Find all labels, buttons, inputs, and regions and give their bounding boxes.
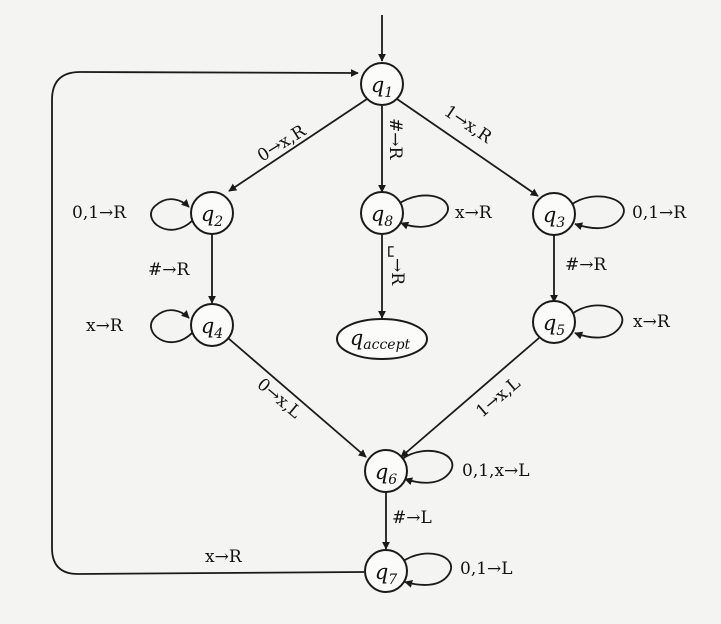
loop-q2 <box>150 198 194 231</box>
edge-q1-q3 <box>396 98 539 197</box>
loop-q4 <box>150 309 194 344</box>
edge-q1-q2 <box>228 98 368 192</box>
label-q7-q1: x→R <box>205 547 243 567</box>
svg-text:q4: q4 <box>201 314 223 342</box>
label-q2-loop: 0,1→R <box>72 203 127 223</box>
svg-text:q7: q7 <box>375 560 397 588</box>
svg-text:q2: q2 <box>201 202 223 230</box>
loop-q6 <box>401 450 454 486</box>
label-q2-q4: #→R <box>148 260 190 280</box>
label-q7-loop: 0,1→L <box>460 559 513 579</box>
svg-text:q6: q6 <box>375 460 397 488</box>
label-q1-q8: #→R <box>385 118 405 160</box>
loop-q3 <box>570 195 625 231</box>
state-q7: q7 <box>364 549 408 593</box>
loop-q8 <box>396 194 449 230</box>
label-q8-loop: x→R <box>455 203 493 223</box>
label-q5-loop: x→R <box>633 312 671 332</box>
label-q1-q3: 1→x,R <box>440 102 496 149</box>
edge-q5-q6 <box>400 337 540 458</box>
svg-text:q5: q5 <box>543 311 565 339</box>
state-q4: q4 <box>190 303 234 347</box>
svg-text:q3: q3 <box>543 203 565 231</box>
label-q4-loop: x→R <box>86 316 124 336</box>
loop-q5 <box>571 304 624 340</box>
edge-q4-q6 <box>227 337 367 458</box>
label-q8-qaccept: ␣→R <box>387 245 407 286</box>
label-q1-q2: 0→x,R <box>254 121 310 167</box>
state-q6: q6 <box>364 449 408 493</box>
svg-text:qaccept: qaccept <box>350 326 411 353</box>
state-qaccept: qaccept <box>336 318 428 360</box>
loop-q7 <box>401 552 452 588</box>
state-q1: q1 <box>360 62 404 106</box>
state-q3: q3 <box>532 192 576 236</box>
state-q2: q2 <box>190 191 234 235</box>
svg-text:q8: q8 <box>371 202 393 230</box>
svg-text:q1: q1 <box>371 73 393 101</box>
state-q5: q5 <box>532 300 576 344</box>
label-q3-q5: #→R <box>565 255 607 275</box>
label-q6-q7: #→L <box>392 508 432 528</box>
label-q3-loop: 0,1→R <box>632 203 687 223</box>
edge-q7-q1 <box>51 68 365 575</box>
label-q6-loop: 0,1,x→L <box>462 461 530 481</box>
state-q8: q8 <box>360 191 404 235</box>
label-q5-q6: 1→x,L <box>472 374 524 422</box>
